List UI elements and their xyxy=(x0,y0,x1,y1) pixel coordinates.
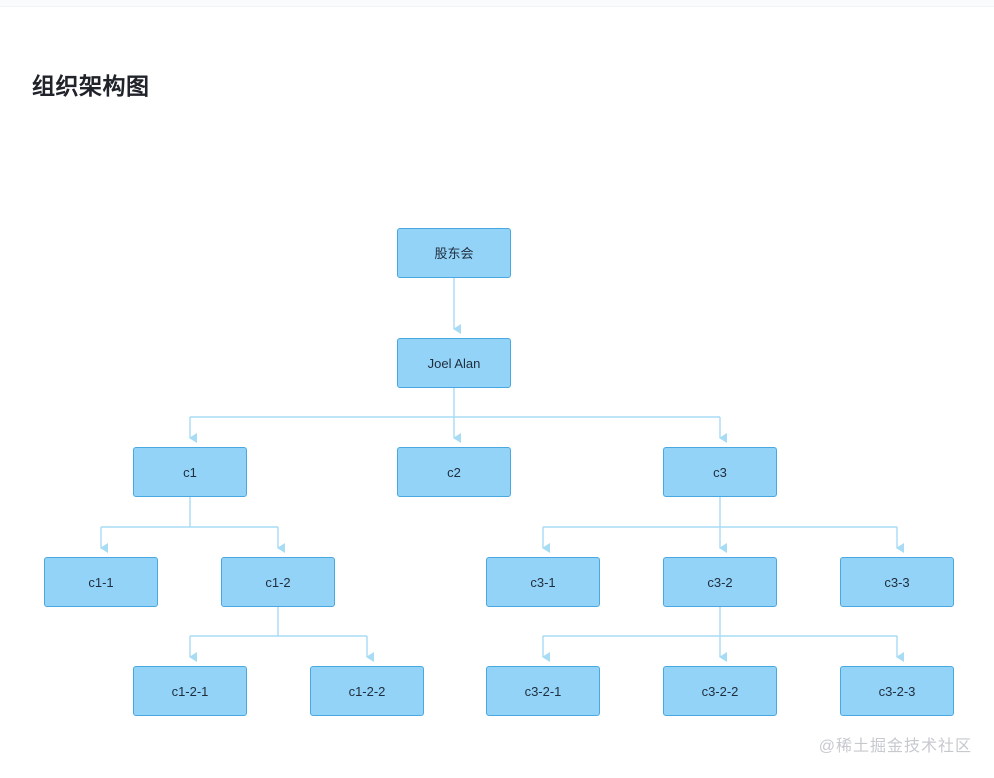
org-node-c3-2-2[interactable]: c3-2-2 xyxy=(663,666,777,716)
org-node-label: c1-1 xyxy=(88,574,114,590)
org-node-label: c3-3 xyxy=(884,574,910,590)
org-node-c3[interactable]: c3 xyxy=(663,447,777,497)
org-node-label: c1 xyxy=(183,464,197,480)
org-node-label: c3-2-3 xyxy=(878,683,916,699)
org-node-label: Joel Alan xyxy=(427,355,481,371)
org-node-label: c1-2-1 xyxy=(171,683,209,699)
org-node-c2[interactable]: c2 xyxy=(397,447,511,497)
org-node-c3-2[interactable]: c3-2 xyxy=(663,557,777,607)
org-node-root[interactable]: 股东会 xyxy=(397,228,511,278)
org-node-label: c3-1 xyxy=(530,574,556,590)
org-node-label: c3-2-2 xyxy=(701,683,739,699)
page-topbar xyxy=(0,0,994,7)
org-node-label: c1-2-2 xyxy=(348,683,386,699)
org-node-c1-2[interactable]: c1-2 xyxy=(221,557,335,607)
org-node-c3-2-1[interactable]: c3-2-1 xyxy=(486,666,600,716)
org-node-ceo[interactable]: Joel Alan xyxy=(397,338,511,388)
org-node-c1-2-2[interactable]: c1-2-2 xyxy=(310,666,424,716)
org-node-label: c1-2 xyxy=(265,574,291,590)
org-node-c1[interactable]: c1 xyxy=(133,447,247,497)
org-node-label: c3-2-1 xyxy=(524,683,562,699)
org-node-c1-1[interactable]: c1-1 xyxy=(44,557,158,607)
org-node-c3-3[interactable]: c3-3 xyxy=(840,557,954,607)
org-node-label: 股东会 xyxy=(434,245,474,261)
page-title: 组织架构图 xyxy=(32,73,150,100)
org-node-c3-2-3[interactable]: c3-2-3 xyxy=(840,666,954,716)
org-node-c1-2-1[interactable]: c1-2-1 xyxy=(133,666,247,716)
org-node-label: c3 xyxy=(713,464,727,480)
org-node-c3-1[interactable]: c3-1 xyxy=(486,557,600,607)
org-node-label: c3-2 xyxy=(707,574,733,590)
watermark: @稀土掘金技术社区 xyxy=(818,738,972,755)
org-node-label: c2 xyxy=(447,464,461,480)
